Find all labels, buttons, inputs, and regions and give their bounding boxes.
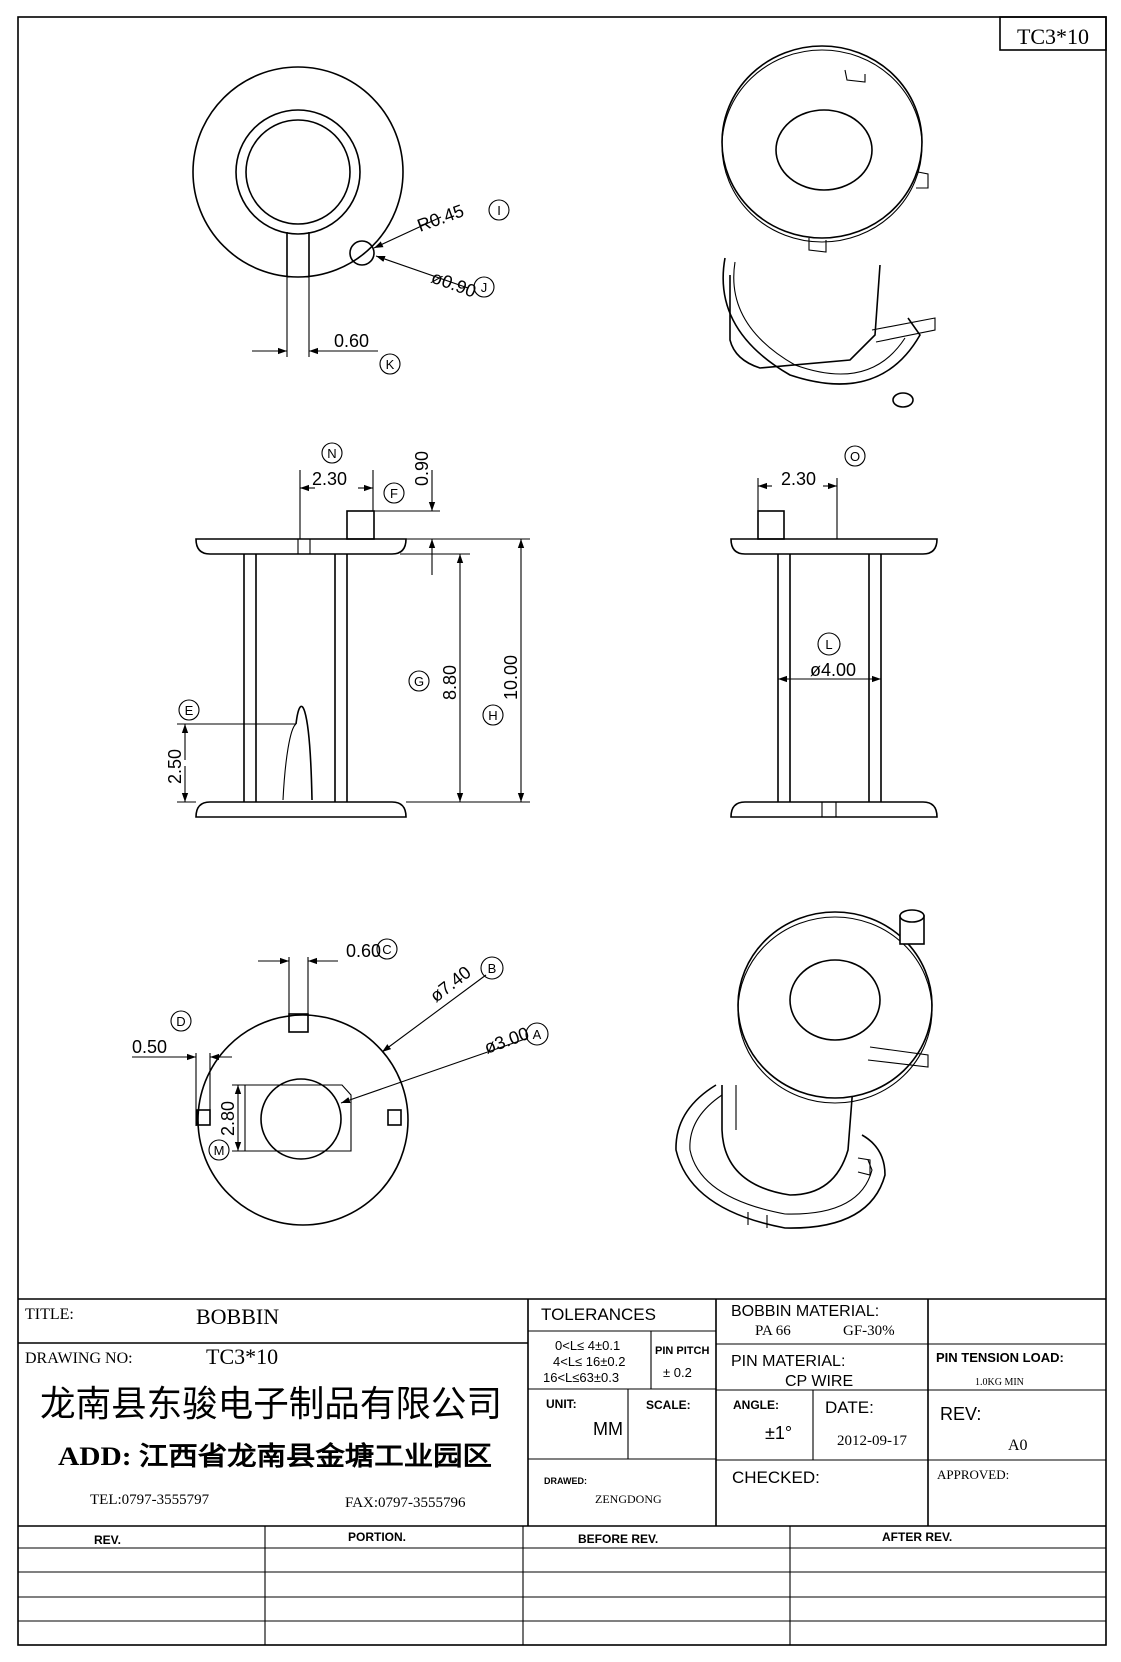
balloon-f: F xyxy=(383,482,405,504)
svg-text:D: D xyxy=(176,1014,185,1029)
side-view xyxy=(730,478,938,818)
company-name: 龙南县东骏电子制品有限公司 xyxy=(40,1384,502,1424)
balloon-b: B xyxy=(480,956,504,980)
title-label: TITLE: xyxy=(25,1306,74,1323)
dim-h250: 2.50 xyxy=(165,749,185,784)
date-label: DATE: xyxy=(825,1398,874,1417)
dim-h880: 8.80 xyxy=(440,665,460,700)
pin-pitch-label: PIN PITCH xyxy=(655,1345,709,1357)
bottom-end-view xyxy=(132,957,529,1226)
date-value: 2012-09-17 xyxy=(837,1433,907,1449)
balloon-l: L xyxy=(817,632,841,656)
svg-text:H: H xyxy=(488,708,497,723)
svg-text:F: F xyxy=(390,486,398,501)
scale-label: SCALE: xyxy=(646,1398,691,1412)
svg-text:L: L xyxy=(825,637,832,652)
dim-d090: ø0.90 xyxy=(429,267,479,302)
rev-value: A0 xyxy=(1008,1437,1028,1454)
pin-material-value: CP WIRE xyxy=(785,1373,853,1390)
drawing-code-box xyxy=(999,16,1107,51)
dim-d300: ø3.00 xyxy=(482,1023,532,1058)
title-block-grid xyxy=(18,1298,1106,1645)
svg-text:C: C xyxy=(382,942,391,957)
dim-r045: R0.45 xyxy=(415,201,467,236)
tolerance-row-1: 0<L≤ 4±0.1 xyxy=(555,1338,620,1353)
approved-label: APPROVED: xyxy=(937,1467,1009,1482)
drawing-no-value: TC3*10 xyxy=(206,1344,278,1369)
svg-text:K: K xyxy=(386,357,395,372)
balloon-k: K xyxy=(379,353,401,375)
pin-circle xyxy=(349,240,375,266)
svg-text:N: N xyxy=(327,446,336,461)
company-tel: TEL:0797-3555797 xyxy=(90,1492,210,1508)
iso-view-bottom xyxy=(675,909,933,1229)
bobbin-material-value-1: PA 66 xyxy=(755,1323,791,1339)
balloon-g: G xyxy=(408,670,430,692)
pin-tension-value: 1.0KG MIN xyxy=(975,1377,1024,1388)
bobbin-material-label: BOBBIN MATERIAL: xyxy=(731,1303,879,1320)
pin-material-label: PIN MATERIAL: xyxy=(731,1353,845,1370)
tolerance-row-2: 4<L≤ 16±0.2 xyxy=(553,1354,625,1369)
svg-text:E: E xyxy=(185,703,194,718)
dim-w060-bottom: 0.60 xyxy=(346,941,381,961)
rev-table-header-before: BEFORE REV. xyxy=(578,1532,658,1546)
rev-label: REV: xyxy=(940,1404,981,1424)
iso-view-top xyxy=(721,45,936,408)
balloon-j: J xyxy=(473,276,495,298)
svg-text:M: M xyxy=(214,1143,225,1158)
unit-label: UNIT: xyxy=(546,1397,577,1411)
balloon-c: C xyxy=(376,938,398,960)
tolerances-label: TOLERANCES xyxy=(541,1305,656,1324)
svg-text:I: I xyxy=(497,203,501,218)
balloon-i: I xyxy=(488,199,510,221)
sheet-border xyxy=(17,16,1107,1646)
balloon-d: D xyxy=(170,1010,192,1032)
svg-text:J: J xyxy=(481,280,488,295)
svg-text:A: A xyxy=(533,1027,542,1042)
balloon-n: N xyxy=(321,442,343,464)
angle-value: ±1° xyxy=(765,1423,792,1443)
balloon-o: O xyxy=(844,445,866,467)
svg-text:O: O xyxy=(850,449,860,464)
bobbin-material-value-2: GF-30% xyxy=(843,1323,895,1339)
company-address: ADD: 江西省龙南县金塘工业园区 xyxy=(58,1441,492,1471)
dim-d740: ø7.40 xyxy=(426,962,475,1006)
drawing-code: TC3*10 xyxy=(1017,24,1089,49)
dim-w230-side: 2.30 xyxy=(781,469,816,489)
svg-text:B: B xyxy=(488,961,497,976)
drawing-no-label: DRAWING NO: xyxy=(25,1350,133,1367)
rev-table-header-portion: PORTION. xyxy=(348,1530,406,1544)
dim-h1000: 10.00 xyxy=(501,655,521,700)
rev-table-header-rev: REV. xyxy=(94,1533,121,1547)
svg-text:G: G xyxy=(414,674,424,689)
rev-table-header-after: AFTER REV. xyxy=(882,1530,952,1544)
front-pin xyxy=(346,510,375,540)
balloon-e: E xyxy=(178,699,200,721)
pin-tension-label: PIN TENSION LOAD: xyxy=(936,1350,1064,1365)
side-pin xyxy=(757,510,785,540)
angle-label: ANGLE: xyxy=(733,1398,779,1412)
dim-h090: 0.90 xyxy=(412,451,432,486)
dim-w230-front: 2.30 xyxy=(312,469,347,489)
drawed-value: ZENGDONG xyxy=(595,1492,662,1506)
top-end-view xyxy=(192,66,469,357)
pin-pitch-value: ± 0.2 xyxy=(663,1365,692,1380)
balloon-a: A xyxy=(525,1022,549,1046)
checked-label: CHECKED: xyxy=(732,1468,820,1487)
title-value: BOBBIN xyxy=(196,1304,279,1329)
drawed-label: DRAWED: xyxy=(544,1476,587,1486)
dim-w050: 0.50 xyxy=(132,1037,167,1057)
dim-w060-top: 0.60 xyxy=(334,331,369,351)
balloon-m: M xyxy=(208,1139,230,1161)
dim-d400: ø4.00 xyxy=(810,660,856,680)
tolerance-row-3: 16<L≤63±0.3 xyxy=(543,1370,619,1385)
front-view xyxy=(177,470,530,818)
dim-h280: 2.80 xyxy=(218,1101,238,1136)
unit-value: MM xyxy=(593,1419,623,1439)
company-fax: FAX:0797-3555796 xyxy=(345,1495,466,1511)
balloon-h: H xyxy=(482,704,504,726)
